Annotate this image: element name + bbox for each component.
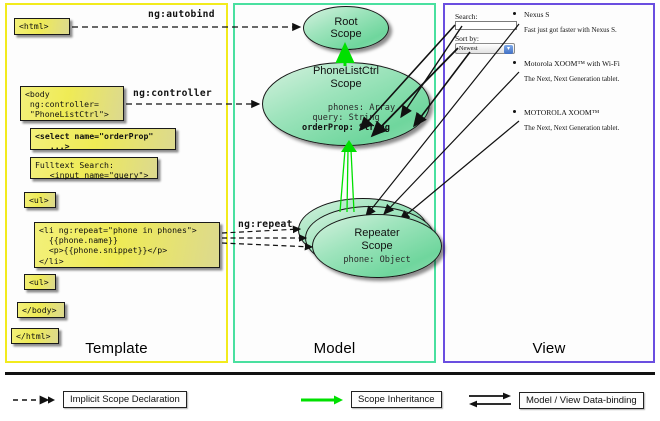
code-box-li-repeat: <li ng:repeat="phone in phones"> {{phone… [34, 222, 220, 268]
phonelistctrl-props: phones: Array query: String [312, 103, 396, 123]
code-box-body-open: <body ng:controller= "PhoneListCtrl"> [20, 86, 124, 121]
edge-label-ng-autobind: ng:autobind [148, 9, 215, 20]
panel-label-model: Model [313, 340, 356, 357]
phone-snippet: The Next, Next Generation tablet. [524, 75, 620, 83]
panel-model [233, 3, 436, 363]
legend-scope-inheritance: Scope Inheritance [300, 391, 442, 408]
root-scope-title-2: Scope [330, 28, 362, 40]
code-box-select: <select name="orderProp" ...> [30, 128, 176, 151]
legend-label: Scope Inheritance [351, 391, 442, 408]
edge-label-ng-controller: ng:controller [133, 88, 212, 99]
legend-implicit-scope-declaration: Implicit Scope Declaration [12, 391, 187, 408]
panel-view [443, 3, 655, 363]
phonelistctrl-props-bold: orderProp: String [302, 123, 390, 133]
sort-by-selected-value: Newest [459, 45, 478, 52]
code-box-html-open: <html> [14, 18, 70, 35]
root-scope-node: Root Scope [303, 6, 389, 50]
sort-by-label: Sort by: [455, 34, 479, 43]
repeater-title-2: Scope [361, 239, 393, 252]
code-box-ul-close: <ul> [24, 274, 56, 290]
phone-snippet: The Next, Next Generation tablet. [524, 124, 620, 132]
legend-divider [5, 372, 655, 375]
sort-by-select[interactable]: Newest ▾ [455, 43, 515, 54]
panel-label-view: View [532, 340, 566, 357]
phonelistctrl-title-1: PhoneListCtrl [312, 65, 380, 77]
code-box-html-close: </html> [11, 328, 59, 344]
list-item[interactable]: Nexus S Fast just got faster with Nexus … [513, 10, 652, 34]
chevron-down-icon: ▾ [504, 45, 513, 54]
code-box-ul-open: <ul> [24, 192, 56, 208]
green-arrow-icon [301, 395, 343, 404]
repeater-scope-node: Repeater Scope phone: Object [312, 214, 442, 278]
list-item[interactable]: MOTOROLA XOOM™ The Next, Next Generation… [513, 108, 652, 132]
phone-name: Nexus S [524, 10, 550, 19]
bullet-icon [513, 12, 516, 15]
bullet-icon [513, 110, 516, 113]
dashed-arrow-icon [13, 395, 55, 404]
code-box-body-close: </body> [17, 302, 65, 318]
phonelistctrl-scope-node: PhoneListCtrl Scope phones: Array query:… [262, 62, 430, 146]
double-arrow-icon [469, 392, 511, 408]
phone-snippet: Fast just got faster with Nexus S. [524, 26, 617, 34]
code-box-search: Fulltext Search: <input name="query"> [30, 157, 158, 180]
root-scope-title-1: Root [334, 15, 358, 28]
phone-name: MOTOROLA XOOM™ [524, 108, 600, 117]
legend-label: Model / View Data-binding [519, 391, 644, 409]
edge-label-ng-repeat: ng:repeat [238, 219, 293, 230]
phonelistctrl-title-2: Scope [330, 77, 362, 90]
list-item[interactable]: Motorola XOOM™ with Wi-Fi The Next, Next… [513, 59, 652, 83]
search-input[interactable] [455, 21, 517, 30]
bullet-icon [513, 61, 516, 64]
legend-label: Implicit Scope Declaration [63, 391, 187, 408]
phone-name: Motorola XOOM™ with Wi-Fi [524, 59, 620, 68]
repeater-props: phone: Object [343, 255, 411, 265]
legend-model-view-data-binding: Model / View Data-binding [468, 391, 644, 409]
panel-label-template: Template [85, 340, 148, 357]
repeater-title-1: Repeater [354, 227, 400, 239]
search-label: Search: [455, 12, 478, 21]
